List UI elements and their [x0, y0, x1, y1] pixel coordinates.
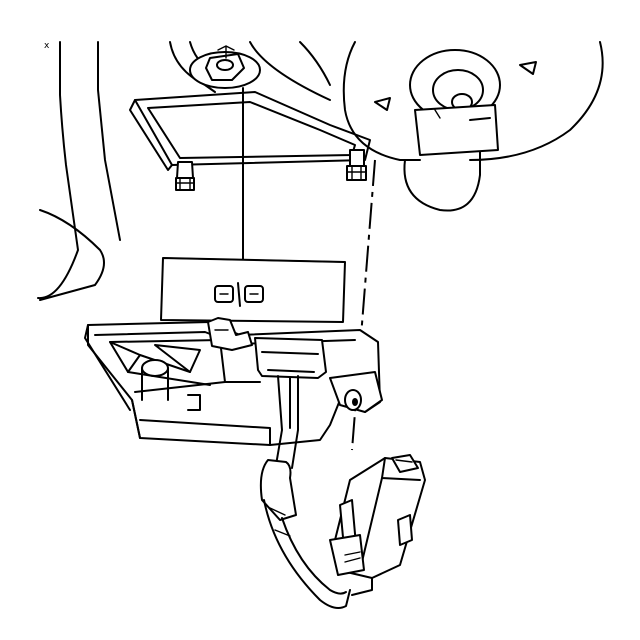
motor-tab-right — [519, 61, 537, 75]
resistor-contacts — [214, 282, 264, 307]
housing-boss — [141, 359, 169, 377]
connector-latch — [391, 454, 419, 473]
resistor-connector-socket — [254, 337, 327, 379]
wire-harness — [259, 375, 351, 609]
motor-tab-left — [374, 97, 391, 111]
alignment-line-right — [351, 159, 376, 451]
mounting-nut-top — [189, 45, 261, 89]
harness-sleeve — [259, 459, 297, 521]
mounting-gasket — [129, 91, 371, 171]
motor-wire-clip — [414, 104, 499, 156]
corner-mark: x — [44, 41, 50, 51]
mounting-stud-right — [346, 149, 367, 181]
resistor-mounting-ear — [329, 371, 383, 413]
housing-retainer-clip — [207, 317, 253, 351]
mounting-stud-left — [175, 161, 195, 191]
blower-motor — [342, 41, 604, 212]
electrical-connector — [329, 454, 426, 596]
